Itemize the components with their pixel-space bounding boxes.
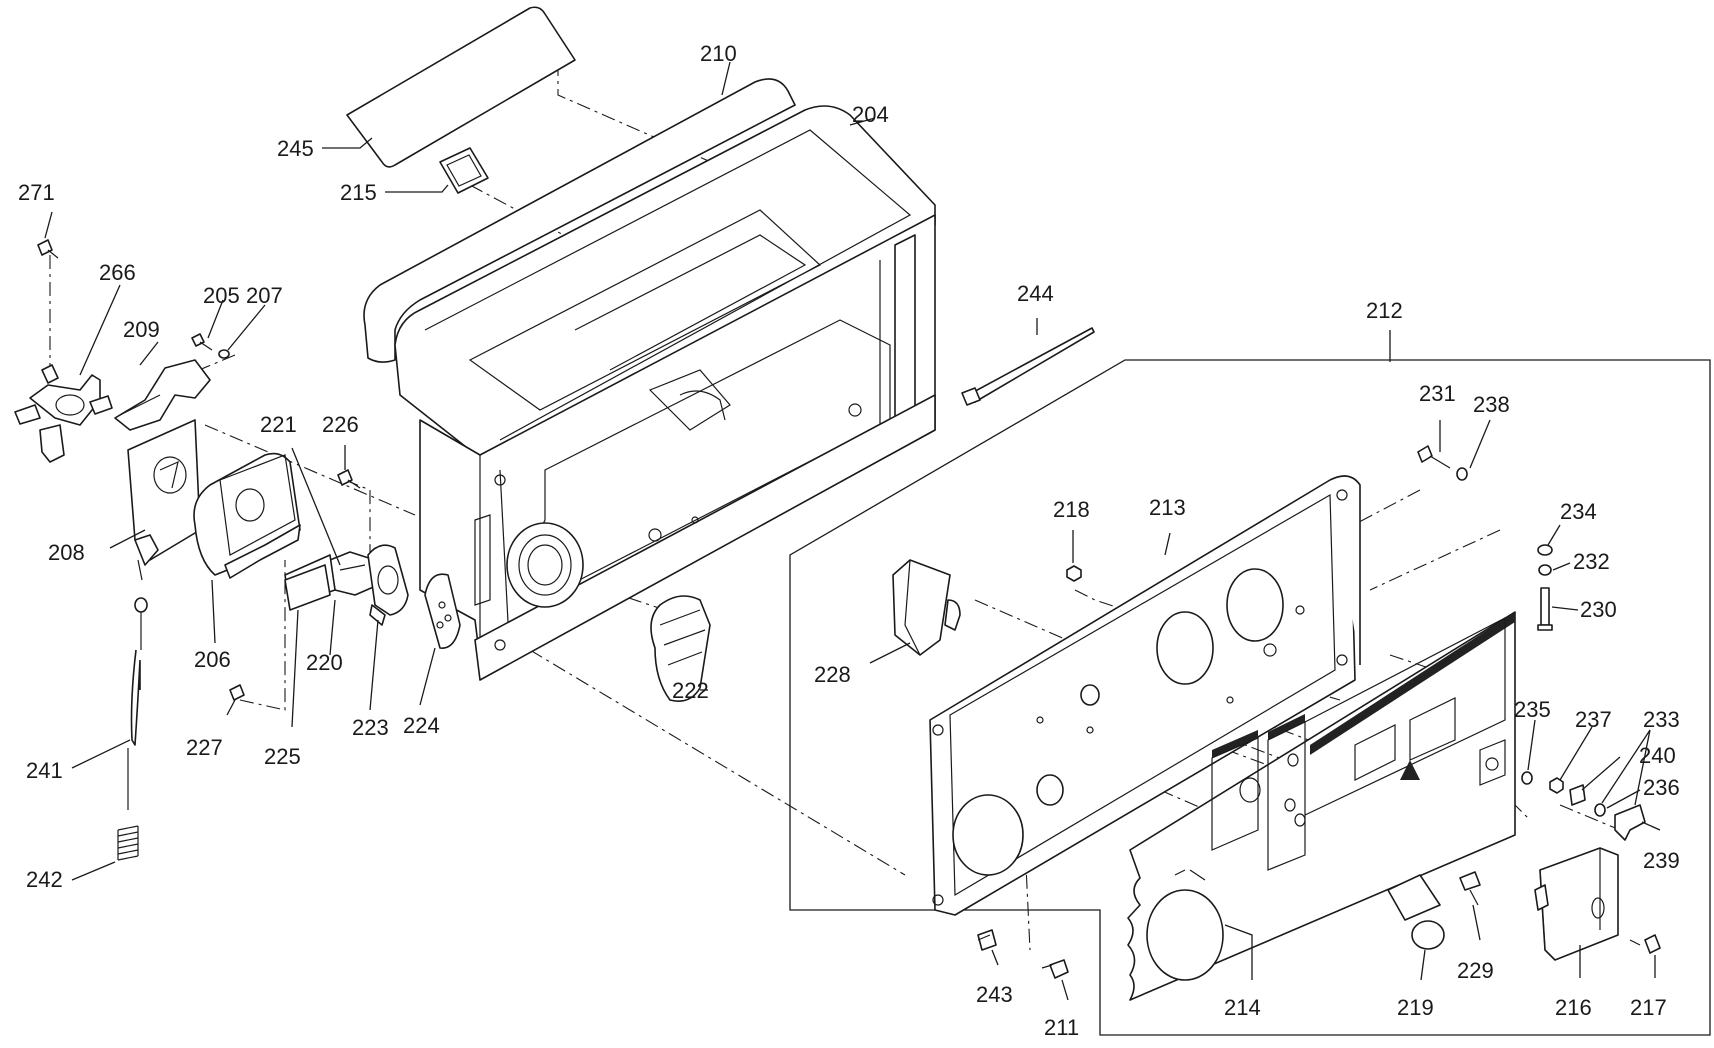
label-244: 244	[1017, 281, 1054, 306]
part-232-washer	[1538, 564, 1552, 576]
part-219-plug	[1387, 874, 1445, 950]
part-205-207-screw-washer	[191, 333, 230, 359]
label-219: 219	[1397, 995, 1434, 1020]
label-234: 234	[1560, 499, 1597, 524]
label-241: 241	[26, 758, 63, 783]
label-214: 214	[1224, 995, 1261, 1020]
part-237-nut	[1549, 777, 1564, 794]
part-212-assembly-outline	[789, 359, 1711, 1036]
label-213: 213	[1149, 495, 1186, 520]
label-235: 235	[1514, 697, 1551, 722]
part-211-screw	[1041, 959, 1069, 979]
part-229-screw	[1459, 871, 1481, 906]
leader-lines	[44, 61, 1661, 1001]
label-228: 228	[814, 662, 851, 687]
label-266: 266	[99, 260, 136, 285]
label-205: 205	[203, 283, 240, 308]
part-236-washer	[1594, 803, 1606, 817]
part-234-washer	[1537, 544, 1553, 556]
part-239-wing-nut	[1614, 804, 1646, 841]
label-224: 224	[403, 713, 440, 738]
label-204: 204	[852, 102, 889, 127]
label-230: 230	[1580, 597, 1617, 622]
label-209: 209	[123, 317, 160, 342]
label-212: 212	[1366, 298, 1403, 323]
label-226: 226	[322, 412, 359, 437]
label-210: 210	[700, 41, 737, 66]
label-217: 217	[1630, 995, 1667, 1020]
part-271-screw	[37, 239, 59, 259]
part-labels: 210 204 245 215 271 266 205 207 209 244 …	[18, 41, 1680, 1040]
label-222: 222	[672, 678, 709, 703]
part-217-screw	[1629, 934, 1661, 954]
label-229: 229	[1457, 958, 1494, 983]
part-216-cover	[1534, 847, 1619, 961]
label-271: 271	[18, 180, 55, 205]
part-213-panel-plate	[929, 475, 1361, 916]
part-226-screw	[337, 469, 361, 489]
label-239: 239	[1643, 848, 1680, 873]
part-238-washer	[1456, 467, 1468, 481]
part-231-screw	[1417, 445, 1451, 469]
part-222-knob	[650, 595, 711, 702]
part-224-plate	[424, 573, 461, 649]
label-231: 231	[1419, 381, 1456, 406]
part-244-cable-tie	[961, 327, 1095, 406]
label-240: 240	[1639, 743, 1676, 768]
part-243-bolt	[977, 929, 997, 951]
part-227-screw	[229, 684, 245, 701]
label-220: 220	[306, 650, 343, 675]
part-266-fuel-valve	[14, 364, 113, 463]
part-214-decal-panel	[1127, 611, 1516, 1001]
label-221: 221	[260, 412, 297, 437]
label-233: 233	[1643, 707, 1680, 732]
part-206-cover	[193, 452, 301, 579]
part-225-plate	[284, 564, 331, 611]
label-207: 207	[246, 283, 283, 308]
label-215: 215	[340, 180, 377, 205]
part-209-bracket	[114, 359, 211, 431]
label-211: 211	[1044, 1015, 1079, 1040]
part-242-spring	[117, 825, 139, 861]
label-232: 232	[1573, 549, 1610, 574]
part-245-top-panel	[346, 6, 576, 168]
label-225: 225	[264, 744, 301, 769]
part-215-gasket	[439, 147, 489, 194]
part-208-bracket	[127, 419, 201, 581]
label-227: 227	[186, 735, 223, 760]
label-242: 242	[26, 867, 63, 892]
part-218-nut	[1066, 565, 1082, 582]
label-236: 236	[1643, 775, 1680, 800]
label-243: 243	[976, 982, 1013, 1007]
label-216: 216	[1555, 995, 1592, 1020]
label-208: 208	[48, 540, 85, 565]
part-241-rod	[127, 597, 148, 810]
part-235-washer	[1521, 771, 1533, 785]
label-223: 223	[352, 715, 389, 740]
part-230-bolt	[1537, 587, 1553, 631]
label-206: 206	[194, 647, 231, 672]
label-238: 238	[1473, 392, 1510, 417]
part-240-plate	[1569, 784, 1586, 806]
label-237: 237	[1575, 707, 1612, 732]
label-218: 218	[1053, 497, 1090, 522]
label-245: 245	[277, 136, 314, 161]
part-204-housing	[363, 78, 936, 681]
part-223-outlet	[367, 544, 409, 626]
part-228-breaker	[892, 559, 961, 656]
